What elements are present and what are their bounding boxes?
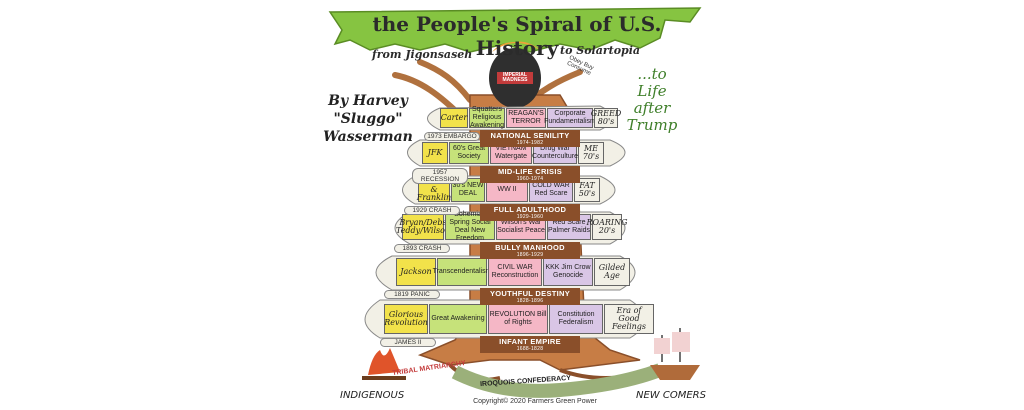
canopy bbox=[328, 7, 702, 53]
era-cell: Squatters Religious Awakening bbox=[469, 106, 505, 129]
event-pill: JAMES II bbox=[380, 338, 436, 347]
title-to: to Solartopia bbox=[560, 44, 641, 57]
era-cell: ME 70's bbox=[578, 142, 604, 164]
author-block: By Harvey "Sluggo" Wasserman bbox=[308, 92, 428, 146]
orange-hair bbox=[492, 41, 540, 52]
tagline-line3: after bbox=[633, 99, 671, 117]
author-line1: By Harvey bbox=[328, 93, 408, 109]
era-cell: Bohemian Spring Social Deal New Freedom bbox=[445, 211, 495, 242]
era-cell: REAGAN'S TERROR bbox=[506, 108, 546, 128]
tongue-panel bbox=[497, 72, 533, 84]
era-cell: Drug War Counterculture bbox=[532, 142, 578, 164]
era-cell: Glorious Revolution bbox=[384, 304, 428, 334]
era-divider-text: MID-LIFE CRISIS bbox=[497, 167, 563, 176]
era-cell: Era of Good Feelings bbox=[604, 304, 654, 334]
era-cell: KKK Jim Crow Genocide bbox=[543, 258, 593, 286]
tagline: ...to Life after Trump bbox=[612, 66, 692, 134]
era-cell: Corporate Fundamentalism bbox=[544, 108, 596, 128]
page-title: the People's Spiral of U.S. History bbox=[372, 12, 662, 60]
era-divider-text: YOUTHFUL DESTINY bbox=[489, 289, 571, 298]
era-cell: Bryan/Debs Teddy/Wilson bbox=[396, 214, 450, 240]
era-cell: ROARING 20's bbox=[587, 214, 627, 240]
era-divider-years: 1896-1929 bbox=[516, 252, 544, 258]
era-divider-text: BULLY MANHOOD bbox=[495, 243, 565, 252]
era-cell: Transcendentalism bbox=[433, 258, 491, 286]
event-pill: 1893 CRASH bbox=[394, 244, 450, 253]
indigenous-label: INDIGENOUS bbox=[340, 390, 405, 401]
newcomers-label: NEW COMERS bbox=[636, 390, 706, 401]
era-cell: Red Scare Palmer Raids bbox=[547, 214, 591, 240]
era-divider-text: INFANT EMPIRE bbox=[499, 337, 561, 346]
era-cell: GREED 80's bbox=[590, 108, 622, 128]
era-cell: Great Awakening bbox=[429, 304, 487, 334]
lower-serpent bbox=[451, 363, 663, 398]
era-cell: REVOLUTION Bill of Rights bbox=[488, 304, 548, 334]
fire-icon bbox=[368, 348, 400, 375]
tagline-line2: Life bbox=[637, 82, 667, 100]
era-cell: Gilded Age bbox=[594, 258, 630, 286]
ship-icon bbox=[650, 365, 700, 380]
era-cell: JFK bbox=[422, 142, 448, 164]
era-divider-years: 1974-1982 bbox=[516, 140, 544, 146]
era-divider-years: 1828-1896 bbox=[516, 298, 544, 304]
era-divider-years: 1960-1974 bbox=[516, 176, 544, 182]
era-divider-years: 1688-1828 bbox=[516, 346, 544, 352]
era-cell: Carter bbox=[440, 108, 468, 128]
event-pill: 1929 CRASH bbox=[404, 206, 460, 215]
era-cell: CIVIL WAR Reconstruction bbox=[488, 258, 542, 286]
author-line2: "Sluggo" bbox=[333, 111, 403, 127]
era-cell: 60's Great Society bbox=[449, 142, 489, 164]
title-from: from Jigonsaseh bbox=[372, 48, 473, 61]
tagline-line4: Trump bbox=[626, 116, 678, 134]
era-cell: Constitution Federalism bbox=[549, 304, 603, 334]
tagline-line1: ...to bbox=[637, 65, 667, 83]
snake-label: IMPERIAL MADNESS bbox=[502, 72, 528, 83]
era-divider-text: NATIONAL SENILITY bbox=[490, 131, 570, 140]
era-cell: Jackson bbox=[396, 258, 436, 286]
event-pill: 1973 EMBARGO bbox=[424, 132, 480, 141]
event-pill: 1957 RECESSION bbox=[412, 168, 468, 184]
author-line3: Wasserman bbox=[323, 129, 413, 145]
copyright: Copyright© 2020 Farmers Green Power bbox=[473, 398, 597, 405]
event-pill: 1819 PANIC bbox=[384, 290, 440, 299]
era-divider-text: FULL ADULTHOOD bbox=[493, 205, 567, 214]
era-divider-years: 1929-1960 bbox=[516, 214, 544, 220]
